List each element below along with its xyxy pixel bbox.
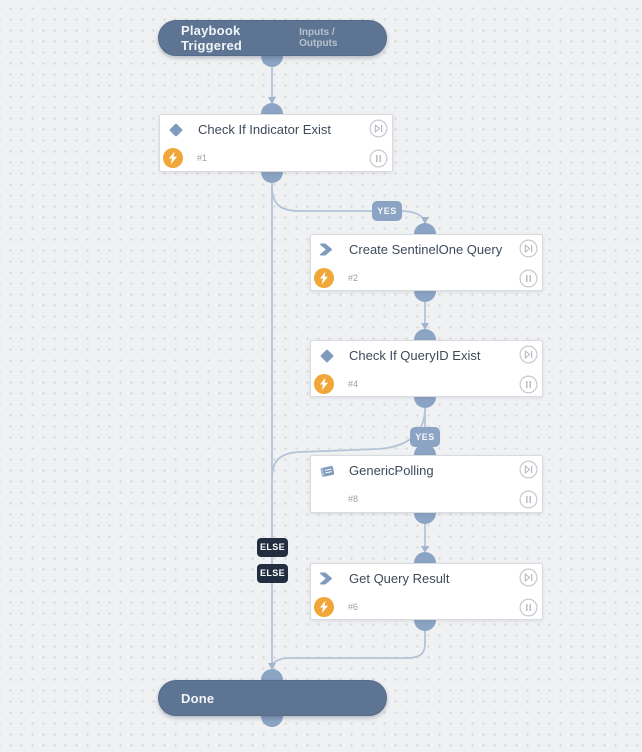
task-node-check-if-indicator-exist[interactable]: Check If Indicator Exist #1: [159, 114, 393, 172]
task-chevron-icon: [318, 241, 338, 259]
pause-icon[interactable]: [519, 375, 538, 394]
quiet-mode-lightning-icon: [163, 148, 183, 168]
edge-task1-yes-to-task2: [271, 185, 426, 225]
task-title: Check If QueryID Exist: [349, 348, 481, 363]
task-node-check-if-queryid-exist[interactable]: Check If QueryID Exist #4: [310, 340, 543, 397]
start-node-label: Playbook Triggered: [181, 23, 243, 53]
else-branch-label: ELSE: [257, 564, 288, 583]
pause-icon[interactable]: [519, 598, 538, 617]
arrowhead: [268, 97, 276, 104]
arrowhead: [421, 217, 429, 224]
condition-diamond-icon: [167, 121, 187, 139]
task-number: #4: [348, 379, 359, 389]
else-branch-label: ELSE: [257, 538, 288, 557]
quiet-mode-lightning-icon: [314, 268, 334, 288]
end-node-label: Done: [181, 690, 215, 706]
skip-execution-icon[interactable]: [519, 568, 538, 587]
quiet-mode-lightning-icon: [314, 374, 334, 394]
sub-playbook-book-icon: [318, 462, 338, 480]
edge-task6-to-done: [271, 620, 426, 669]
task-title: Get Query Result: [349, 571, 450, 586]
pause-icon[interactable]: [519, 269, 538, 288]
yes-branch-label: YES: [410, 427, 440, 447]
task-node-get-query-result[interactable]: Get Query Result #6: [310, 563, 543, 620]
task-number: #1: [197, 153, 208, 163]
skip-execution-icon[interactable]: [519, 460, 538, 479]
pause-icon[interactable]: [519, 490, 538, 509]
end-node-done[interactable]: Done: [158, 680, 387, 716]
arrowhead: [268, 663, 276, 670]
task-chevron-icon: [318, 570, 338, 588]
skip-execution-icon[interactable]: [519, 345, 538, 364]
task-title: Create SentinelOne Query: [349, 242, 503, 257]
task-number: #2: [348, 273, 359, 283]
yes-branch-label: YES: [372, 201, 402, 221]
skip-execution-icon[interactable]: [519, 239, 538, 258]
task-number: #6: [348, 602, 359, 612]
task-title: GenericPolling: [349, 463, 434, 478]
start-node-playbook-triggered[interactable]: Playbook Triggered Inputs / Outputs: [158, 20, 387, 56]
arrowhead: [421, 546, 429, 553]
quiet-mode-lightning-icon: [314, 597, 334, 617]
inputs-outputs-link[interactable]: Inputs / Outputs: [299, 27, 338, 49]
task-node-create-sentinelone-query[interactable]: Create SentinelOne Query #2: [310, 234, 543, 291]
task-title: Check If Indicator Exist: [198, 122, 331, 137]
condition-diamond-icon: [318, 347, 338, 365]
task-node-genericpolling[interactable]: GenericPolling #8: [310, 455, 543, 513]
pause-icon[interactable]: [369, 149, 388, 168]
arrowhead: [421, 323, 429, 330]
task-number: #8: [348, 494, 359, 504]
skip-execution-icon[interactable]: [369, 119, 388, 138]
